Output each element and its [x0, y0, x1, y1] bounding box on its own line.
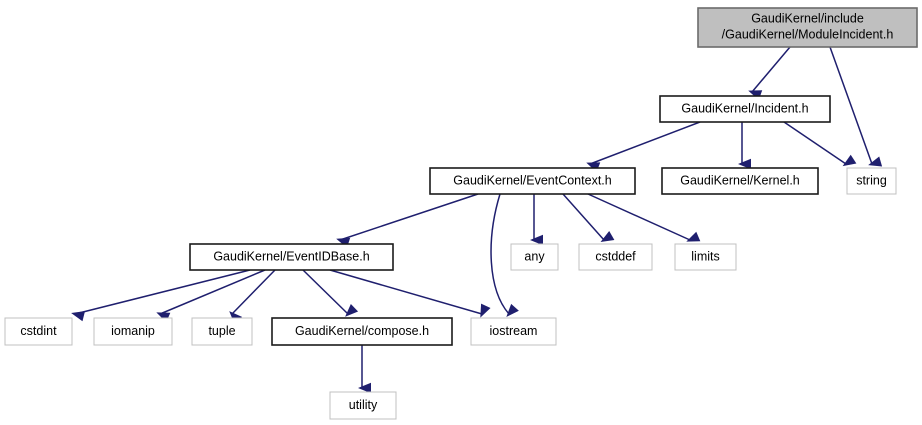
edge-eventcontext-to-cstddef: [562, 193, 615, 242]
node-tuple[interactable]: tuple: [191, 317, 253, 346]
edge-line: [74, 269, 251, 315]
node-limits[interactable]: limits: [674, 243, 737, 271]
node-box[interactable]: [189, 243, 394, 271]
node-incident[interactable]: GaudiKernel/Incident.h: [659, 95, 831, 123]
node-kernel[interactable]: GaudiKernel/Kernel.h: [661, 167, 819, 195]
node-cstddef[interactable]: cstddef: [578, 243, 653, 271]
node-box[interactable]: [661, 167, 819, 195]
node-eventidbase[interactable]: GaudiKernel/EventIDBase.h: [189, 243, 394, 271]
arrow-head-icon: [71, 311, 85, 322]
node-box[interactable]: [271, 317, 453, 346]
node-compose[interactable]: GaudiKernel/compose.h: [271, 317, 453, 346]
node-label: iomanip: [111, 324, 155, 338]
edge-moduleincident-to-string: [829, 46, 883, 167]
node-label: cstddef: [595, 249, 636, 263]
edge-line: [589, 121, 701, 165]
edge-incident-to-string: [783, 121, 857, 167]
edge-line: [339, 193, 479, 241]
edge-eventcontext-to-iostream: [490, 193, 519, 317]
edge-line: [329, 269, 483, 315]
arrow-head-icon: [480, 303, 491, 318]
edge-compose-to-utility: [358, 345, 371, 394]
edge-line: [159, 269, 266, 315]
node-iostream[interactable]: iostream: [470, 317, 557, 346]
node-label: any: [524, 249, 545, 263]
node-box[interactable]: [4, 317, 73, 346]
node-label: GaudiKernel/EventIDBase.h: [213, 249, 369, 263]
edge-incident-to-kernel: [738, 122, 751, 170]
node-box[interactable]: [191, 317, 253, 346]
arrow-head-icon: [868, 156, 883, 167]
node-label: GaudiKernel/Kernel.h: [680, 173, 800, 187]
edge-line: [829, 46, 873, 165]
arrow-head-icon: [530, 234, 543, 246]
arrow-head-icon: [345, 304, 359, 317]
node-label: GaudiKernel/include/GaudiKernel/ModuleIn…: [722, 12, 894, 42]
edge-line: [562, 193, 605, 241]
edge-line: [302, 269, 349, 315]
node-box[interactable]: [674, 243, 737, 271]
edge-moduleincident-to-incident: [748, 46, 791, 100]
edge-line: [587, 193, 691, 241]
node-label: GaudiKernel/EventContext.h: [453, 173, 611, 187]
node-iomanip[interactable]: iomanip: [93, 317, 173, 346]
node-box[interactable]: [93, 317, 173, 346]
node-box[interactable]: [429, 167, 636, 195]
node-label: limits: [691, 249, 719, 263]
node-box[interactable]: [578, 243, 653, 271]
arrow-head-icon: [686, 231, 701, 242]
node-box[interactable]: [470, 317, 557, 346]
edge-eventidbase-to-cstdint: [71, 269, 251, 322]
edges-layer: [71, 46, 883, 394]
node-cstdint[interactable]: cstdint: [4, 317, 73, 346]
arrow-head-icon: [738, 158, 751, 170]
edge-line: [783, 121, 847, 165]
arrow-head-icon: [358, 382, 371, 394]
arrow-head-icon: [506, 303, 519, 317]
edge-eventidbase-to-tuple: [229, 269, 276, 325]
edge-eventcontext-to-limits: [587, 193, 701, 242]
edge-line: [231, 269, 276, 315]
edge-eventidbase-to-compose: [302, 269, 359, 317]
node-utility[interactable]: utility: [329, 391, 397, 420]
arrow-head-icon: [600, 230, 615, 242]
edge-line: [751, 46, 791, 93]
arrow-head-icon: [842, 154, 857, 167]
node-string[interactable]: string: [846, 167, 897, 195]
edge-eventidbase-to-iostream: [329, 269, 491, 318]
node-box[interactable]: [510, 243, 559, 271]
node-eventcontext[interactable]: GaudiKernel/EventContext.h: [429, 167, 636, 195]
edge-line: [490, 193, 510, 315]
nodes-layer: GaudiKernel/include/GaudiKernel/ModuleIn…: [4, 7, 918, 420]
edge-incident-to-eventcontext: [586, 121, 701, 173]
node-box[interactable]: [329, 391, 397, 420]
edge-eventcontext-to-any: [530, 194, 543, 246]
node-label: tuple: [208, 324, 235, 338]
node-box[interactable]: [846, 167, 897, 195]
node-label: iostream: [490, 324, 538, 338]
node-box: [697, 7, 918, 48]
node-label: utility: [349, 398, 378, 412]
node-label: GaudiKernel/Incident.h: [681, 101, 808, 115]
node-box[interactable]: [659, 95, 831, 123]
node-any[interactable]: any: [510, 243, 559, 271]
edge-eventcontext-to-eventidbase: [336, 193, 479, 248]
node-label: cstdint: [20, 324, 57, 338]
node-label: string: [856, 173, 887, 187]
node-label: GaudiKernel/compose.h: [295, 324, 429, 338]
node-moduleincident: GaudiKernel/include/GaudiKernel/ModuleIn…: [697, 7, 918, 48]
